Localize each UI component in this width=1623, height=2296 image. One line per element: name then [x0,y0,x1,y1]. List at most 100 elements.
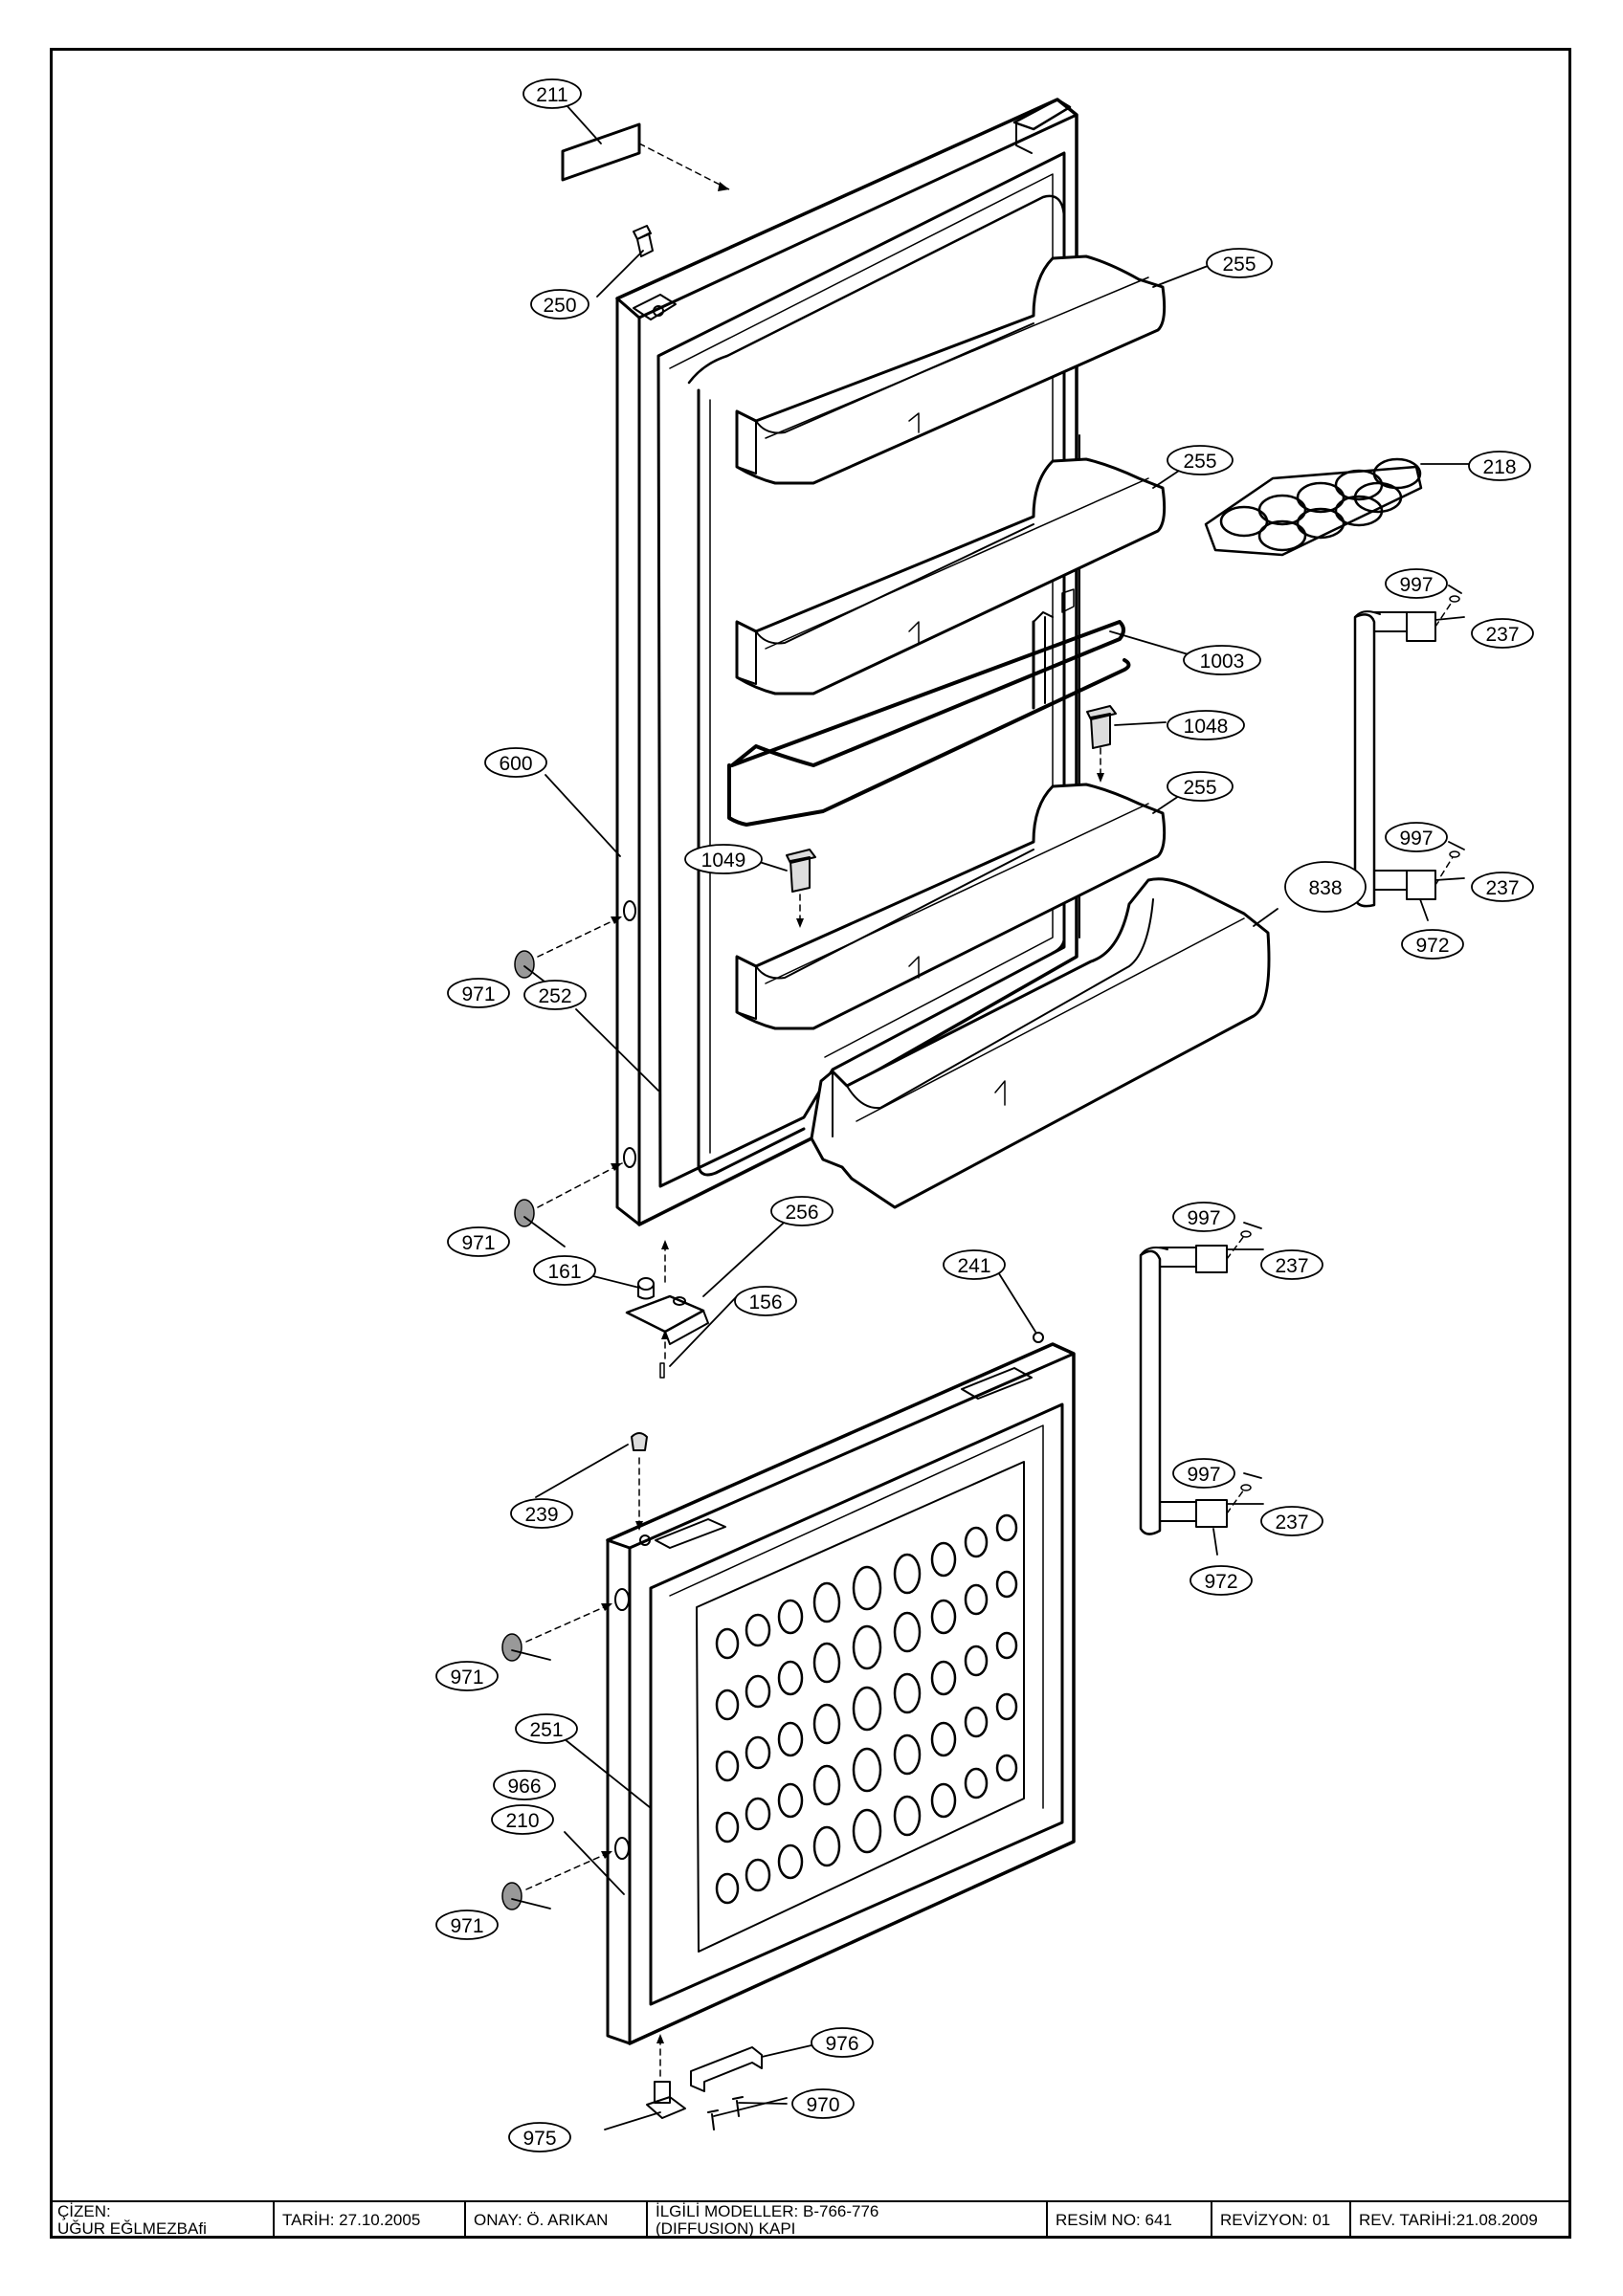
part-971-cap-1 [514,950,535,979]
svg-text:971: 971 [461,983,495,1005]
callout-971: 971 [447,978,510,1008]
svg-text:252: 252 [538,985,571,1007]
callout-997: 997 [1172,1202,1235,1232]
part-250-pin [633,225,654,257]
lower-door [606,1332,1076,2045]
svg-text:966: 966 [507,1776,541,1798]
svg-text:600: 600 [499,753,532,775]
callout-256: 256 [770,1196,834,1226]
callout-239: 239 [510,1498,573,1529]
callout-252: 252 [523,980,587,1010]
svg-text:255: 255 [1183,451,1216,473]
callout-971: 971 [435,1661,499,1691]
callout-237: 237 [1260,1506,1323,1536]
svg-text:972: 972 [1204,1571,1237,1593]
svg-text:970: 970 [806,2094,839,2116]
callout-600: 600 [484,747,547,778]
callout-975: 975 [508,2122,571,2152]
revision-date: REV. TARİHİ:21.08.2009 [1359,2211,1538,2229]
callout-255: 255 [1167,771,1234,802]
exploded-parts-diagram: 211 250 255 255 218 997 237 1003 1048 60… [435,78,1534,2152]
svg-text:156: 156 [748,1292,782,1314]
part-975-bottom-hinge [646,2081,686,2119]
callout-1048: 1048 [1167,710,1245,740]
callout-211: 211 [522,78,582,109]
leader-lines [511,104,1475,2130]
date-cell: TARİH: 27.10.2005 [275,2202,466,2239]
middle-hinge [625,1277,709,1379]
door-shelf-top [735,254,1167,485]
part-1049-clip [786,849,816,893]
callout-971: 971 [435,1910,499,1940]
callout-241: 241 [943,1249,1006,1280]
drawing-number-cell: RESİM NO: 641 [1048,2202,1212,2239]
part-1048-clip [1086,705,1117,749]
svg-text:976: 976 [825,2033,858,2055]
svg-text:239: 239 [524,1504,558,1526]
callout-237: 237 [1260,1249,1323,1280]
callout-997: 997 [1172,1458,1235,1489]
upper-door [615,98,1080,1226]
callout-237: 237 [1471,618,1534,649]
svg-text:997: 997 [1187,1207,1220,1229]
svg-text:838: 838 [1308,877,1342,899]
part-970-screws [707,2096,744,2130]
door-shelf-middle [735,457,1167,695]
svg-text:1003: 1003 [1200,651,1245,673]
svg-text:210: 210 [505,1810,539,1832]
title-block: ÇİZEN: UĞUR EĞLMEZBAfi TARİH: 27.10.2005… [50,2200,1571,2239]
svg-text:972: 972 [1415,935,1449,957]
svg-text:971: 971 [461,1232,495,1254]
callout-237: 237 [1471,872,1534,902]
drawing-date: TARİH: 27.10.2005 [282,2211,421,2229]
callout-255: 255 [1167,445,1234,475]
svg-text:237: 237 [1485,624,1519,646]
wire-bottle-guard [727,611,1131,827]
part-239-bushing [631,1432,648,1451]
svg-text:211: 211 [536,84,567,106]
approved-by: ONAY: Ö. ARIKAN [474,2211,609,2229]
models-cell: İLGİLİ MODELLER: B-766-776 (DIFFUSION) K… [648,2202,1048,2239]
drawing-frame [50,48,1571,2239]
svg-text:237: 237 [1275,1512,1308,1534]
svg-text:971: 971 [450,1915,483,1937]
callout-976: 976 [811,2027,874,2058]
svg-text:1049: 1049 [701,850,746,872]
svg-text:241: 241 [957,1255,990,1277]
svg-text:161: 161 [547,1261,581,1283]
drawn-by-label: ÇİZEN: [57,2202,111,2220]
svg-text:975: 975 [522,2128,556,2150]
callout-156: 156 [734,1286,797,1316]
revision-cell: REVİZYON: 01 [1212,2202,1351,2239]
egg-tray [1204,457,1423,557]
lower-handle [1139,1230,1252,1535]
assembly-arrows [525,143,1454,2077]
svg-text:997: 997 [1399,828,1433,850]
callout-255: 255 [1206,248,1273,278]
svg-text:1048: 1048 [1184,716,1229,738]
svg-text:251: 251 [529,1719,563,1741]
callout-251: 251 [515,1713,578,1744]
svg-text:997: 997 [1399,574,1433,596]
svg-text:237: 237 [1485,877,1519,899]
callout-970: 970 [791,2088,855,2119]
revision-number: REVİZYON: 01 [1220,2211,1331,2229]
svg-text:250: 250 [543,295,576,317]
drawing-number: RESİM NO: 641 [1056,2211,1172,2229]
callout-997: 997 [1385,822,1448,852]
callout-838: 838 [1284,861,1367,913]
callout-1049: 1049 [684,844,763,874]
callout-972: 972 [1189,1565,1253,1596]
callout-971: 971 [447,1226,510,1257]
part-976-bracket [690,2046,763,2092]
large-bottle-shelf [810,877,1271,1209]
svg-text:255: 255 [1183,777,1216,799]
callout-997: 997 [1385,568,1448,599]
svg-text:237: 237 [1275,1255,1308,1277]
svg-text:255: 255 [1222,254,1256,276]
callout-210: 210 [491,1804,554,1835]
part-211-label-plate [561,122,641,182]
callout-1003: 1003 [1183,645,1261,675]
callout-966: 966 [493,1770,556,1800]
svg-text:997: 997 [1187,1464,1220,1486]
